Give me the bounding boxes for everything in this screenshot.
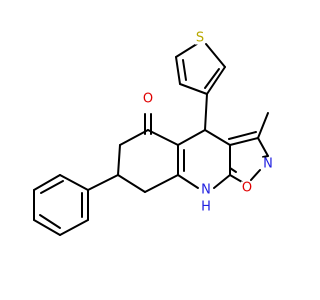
bond	[147, 129, 179, 146]
bond	[119, 129, 149, 146]
bond	[262, 155, 269, 158]
amine-hydrogen-label: H	[200, 199, 212, 215]
bond	[213, 174, 231, 189]
bond	[205, 43, 226, 68]
bond	[144, 174, 179, 193]
sulfur-atom-label: S	[194, 30, 206, 46]
bond	[204, 129, 231, 146]
bond	[33, 174, 61, 191]
bond	[117, 174, 146, 193]
isoxazole-nitrogen-label: N	[262, 156, 274, 172]
molecule-diagram: S O N O N H	[33, 30, 274, 236]
thiophene-ring	[175, 41, 226, 95]
bond	[229, 137, 259, 146]
bond	[206, 66, 226, 95]
bond	[39, 214, 61, 229]
bond	[228, 131, 257, 140]
bond	[182, 59, 187, 81]
isoxazole-ring	[228, 131, 269, 183]
bond	[87, 174, 119, 191]
cyclohexenone-ring	[117, 129, 179, 193]
bond	[40, 180, 64, 194]
dihydropyridine-ring	[177, 129, 231, 189]
methyl-bond	[257, 112, 269, 139]
bond	[175, 41, 201, 58]
bond	[177, 174, 199, 189]
bond	[250, 169, 261, 181]
bond	[229, 174, 243, 183]
bond	[257, 137, 269, 157]
bond	[204, 93, 208, 131]
isoxazole-oxygen-label: O	[240, 180, 254, 196]
bond	[229, 167, 237, 173]
carbonyl-oxygen-label: O	[141, 91, 155, 107]
bond	[59, 219, 89, 236]
phenyl-ring	[33, 174, 89, 236]
bond	[33, 219, 61, 236]
bond	[177, 129, 206, 146]
bond	[117, 144, 121, 176]
bond	[179, 83, 208, 95]
bond	[204, 68, 220, 89]
bond	[59, 174, 89, 191]
amine-nitrogen-label: N	[200, 182, 212, 198]
bond	[175, 56, 181, 85]
molecule-structure	[33, 41, 269, 236]
